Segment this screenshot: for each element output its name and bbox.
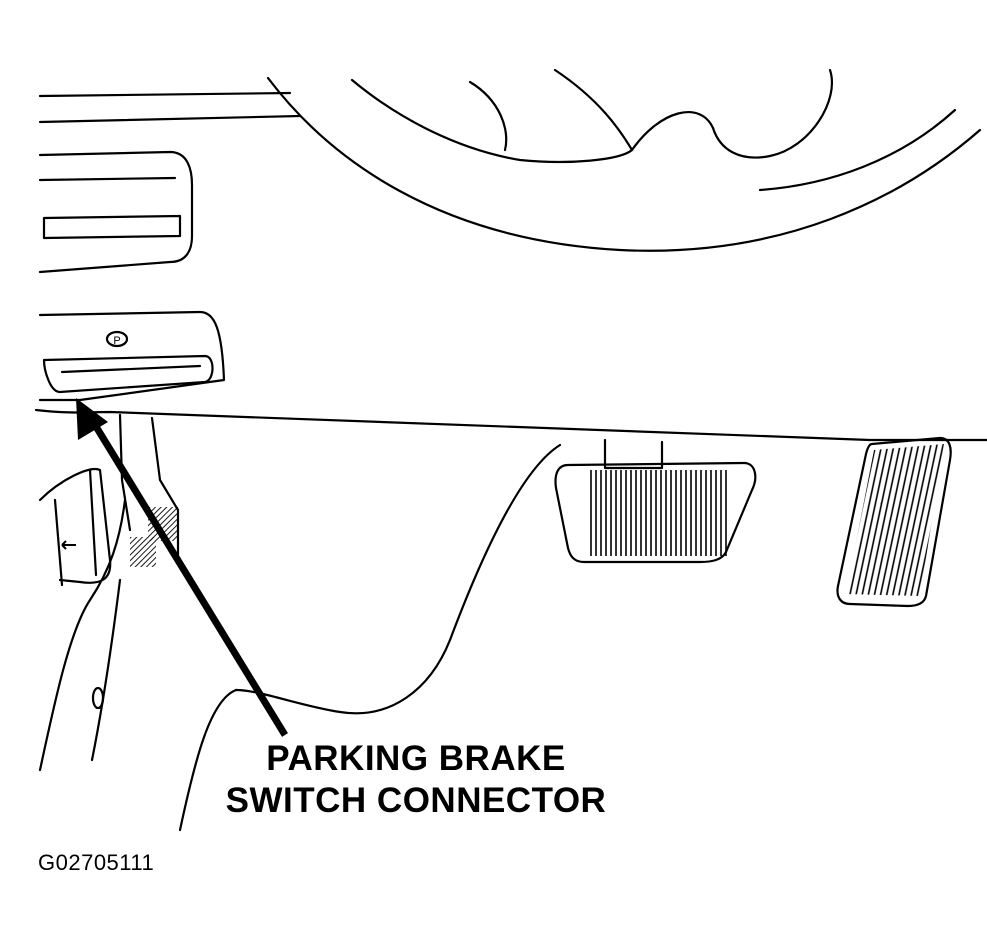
switch-connector-hatch-lower xyxy=(130,537,156,567)
callout-label: PARKING BRAKE SWITCH CONNECTOR xyxy=(206,738,626,822)
steering-hub-left xyxy=(468,80,508,152)
callout-line-2: SWITCH CONNECTOR xyxy=(225,781,607,820)
steering-wheel-outer xyxy=(266,76,982,252)
brake-pedal-pad xyxy=(554,461,757,564)
trim-hole xyxy=(91,686,105,710)
callout-leader xyxy=(76,398,288,737)
steering-wheel-rim-right xyxy=(758,108,957,192)
parking-indicator-icon xyxy=(105,330,129,348)
brake-pedal-tread xyxy=(590,470,730,556)
kick-panel-inner xyxy=(53,468,98,587)
dash-bottom-edge xyxy=(34,408,987,442)
kick-panel-outline xyxy=(38,467,112,584)
callout-arrowhead xyxy=(76,398,108,440)
steering-wheel-inner xyxy=(350,78,634,164)
left-vent-slot xyxy=(38,176,182,240)
dash-upper-line xyxy=(38,114,302,124)
steering-spoke xyxy=(553,68,715,152)
parking-brake-release-handle xyxy=(42,354,214,394)
accelerator-pedal-pad xyxy=(836,436,952,608)
left-vent xyxy=(38,150,194,274)
callout-line-1: PARKING BRAKE xyxy=(266,739,566,778)
floor-curve xyxy=(178,688,238,832)
parking-indicator-letter: P xyxy=(113,335,120,347)
accelerator-pedal-tread xyxy=(846,444,944,596)
a-pillar-trim xyxy=(38,498,127,772)
door-sill-curve xyxy=(90,578,122,762)
steering-hub-right xyxy=(711,68,833,159)
brake-pedal-arm xyxy=(603,438,664,470)
lower-dash-panel xyxy=(38,310,226,402)
steering-column-left xyxy=(118,413,132,532)
hood-release-icon xyxy=(61,540,76,550)
figure-id: G02705111 xyxy=(38,850,155,875)
dash-top-edge xyxy=(38,91,292,98)
parking-brake-handle-inner xyxy=(60,364,202,374)
footwell-outline xyxy=(234,443,562,715)
